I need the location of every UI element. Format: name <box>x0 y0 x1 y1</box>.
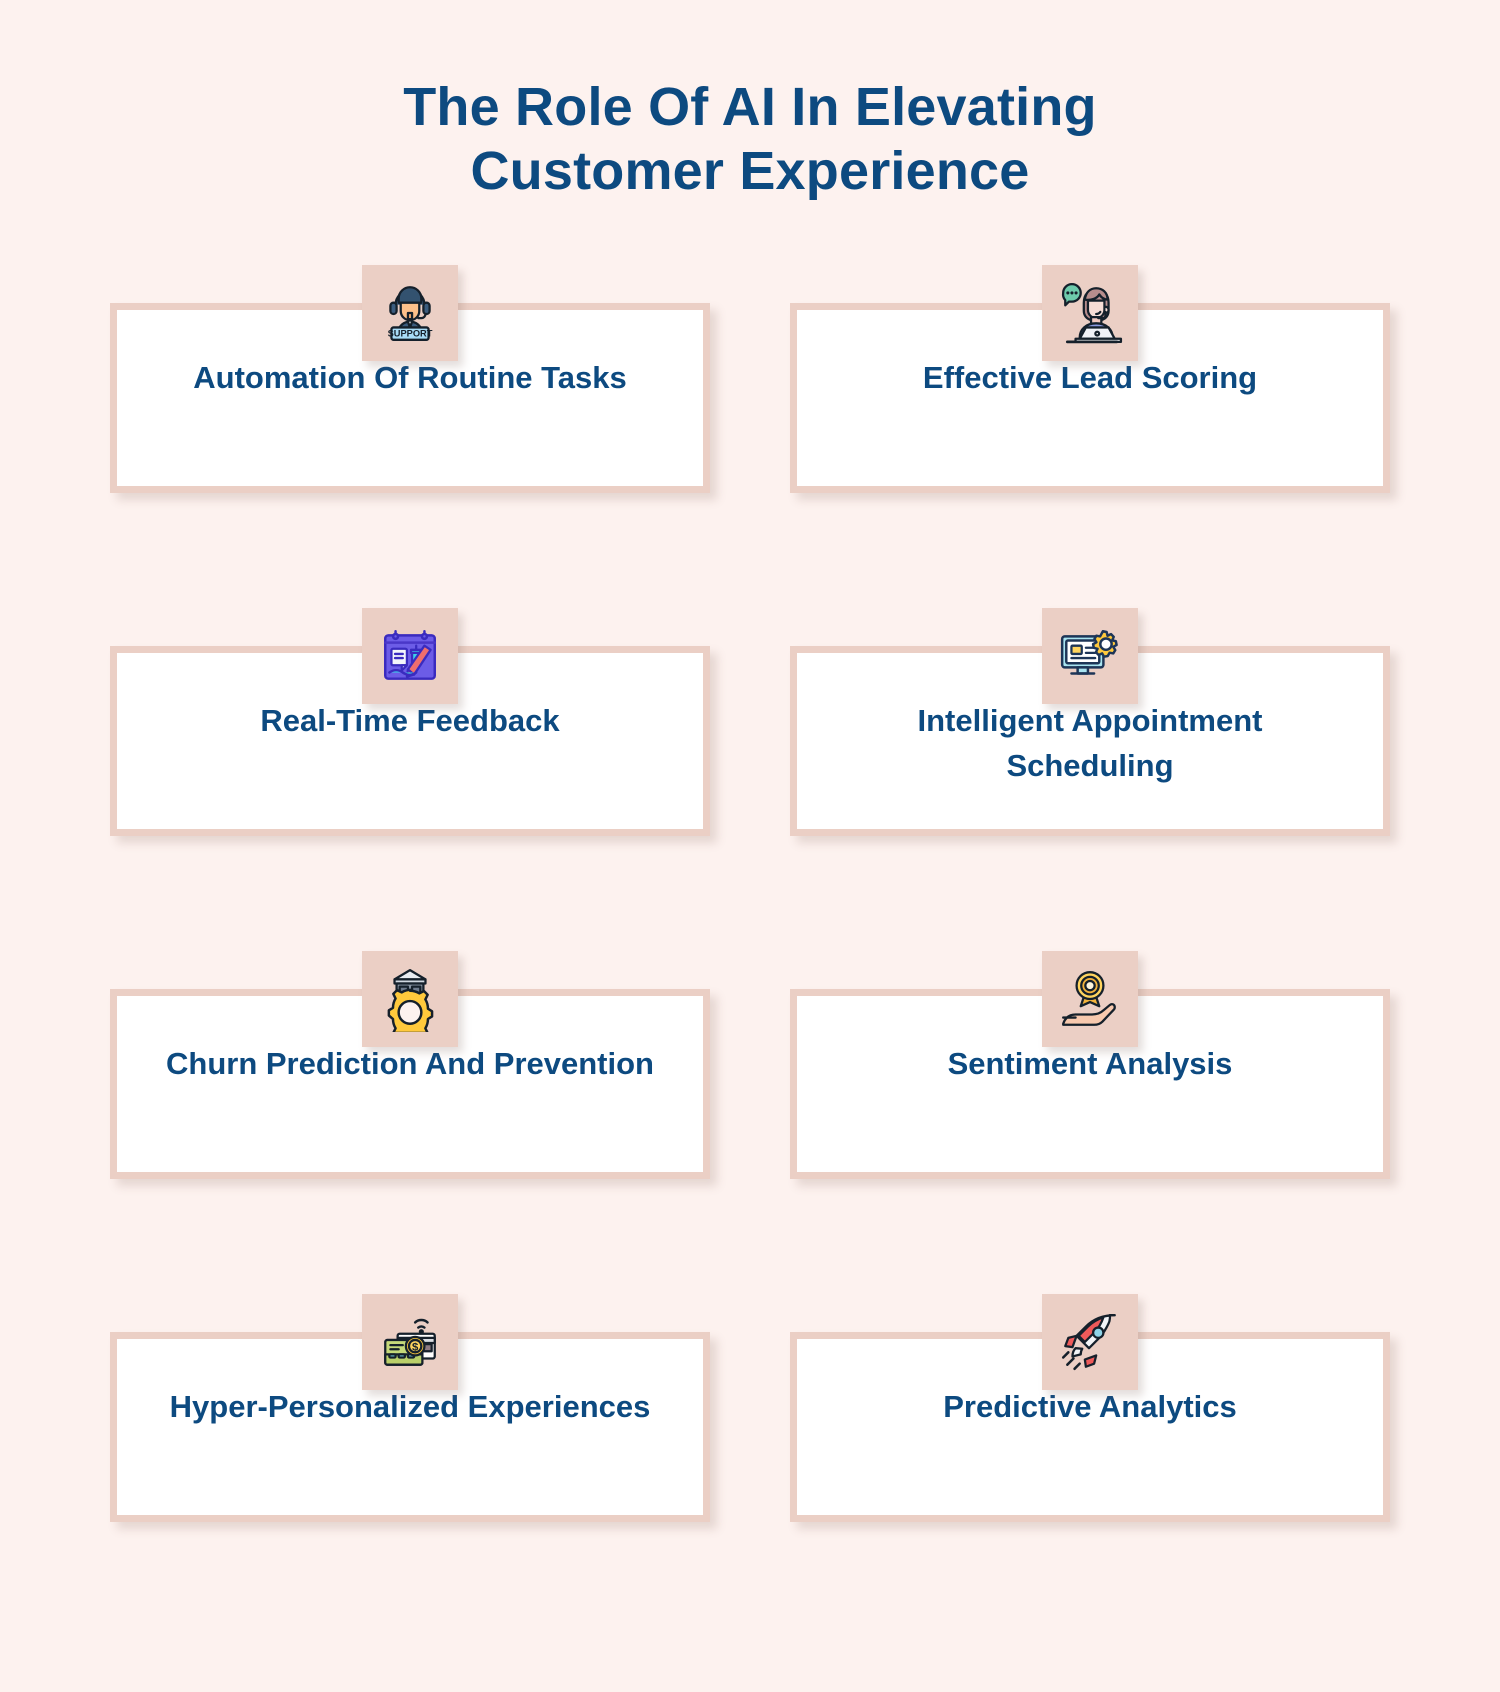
svg-text:$: $ <box>412 1342 419 1354</box>
card-label: Sentiment Analysis <box>947 1046 1233 1082</box>
card-label: Churn Prediction And Prevention <box>166 1046 654 1082</box>
hand-award-badge-icon <box>1057 966 1123 1032</box>
card-label: Hyper-Personalized Experiences <box>169 1389 651 1425</box>
contactless-payment-card-icon: $ <box>377 1309 443 1375</box>
card-label: Intelligent Appointment Scheduling <box>917 703 1263 784</box>
card-cell-intelligent-appointment-scheduling: Intelligent Appointment Scheduling <box>790 608 1390 837</box>
card-cell-churn-prediction-and-prevention: Churn Prediction And Prevention <box>110 951 710 1180</box>
support-agent-icon: SUPPORT <box>377 280 443 346</box>
monitor-gear-icon <box>1057 623 1123 689</box>
svg-text:SUPPORT: SUPPORT <box>388 329 433 339</box>
card-icon-badge <box>1042 1294 1138 1391</box>
page-header: The Role Of AI In Elevating Customer Exp… <box>0 0 1500 203</box>
card-cell-hyper-personalized-experiences: Hyper-Personalized Experiences <box>110 1294 710 1523</box>
card-cell-automation-of-routine-tasks: Automation Of Routine Tasks <box>110 265 710 494</box>
card-icon-badge <box>1042 951 1138 1048</box>
card-icon-badge: $ <box>362 1294 458 1391</box>
card-icon-badge <box>362 608 458 705</box>
bank-gear-icon <box>377 966 443 1033</box>
rocket-icon <box>1057 1309 1123 1375</box>
card-cell-sentiment-analysis: Sentiment Analysis <box>790 951 1390 1180</box>
card-icon-badge <box>1042 265 1138 362</box>
feedback-board-icon <box>377 623 443 689</box>
card-label: Real-Time Feedback <box>260 703 560 739</box>
page-title: The Role Of AI In Elevating Customer Exp… <box>350 76 1150 203</box>
card-icon-badge <box>1042 608 1138 705</box>
card-icon-badge: SUPPORT <box>362 265 458 362</box>
card-label: Automation Of Routine Tasks <box>193 360 627 396</box>
card-label: Effective Lead Scoring <box>922 360 1258 396</box>
card-cell-real-time-feedback: Real-Time Feedback <box>110 608 710 837</box>
card-label: Predictive Analytics <box>943 1389 1237 1425</box>
cards-grid: Automation Of Routine Tasks <box>110 203 1390 1523</box>
page-title-line-1: The Role Of AI In Elevating <box>403 77 1097 137</box>
card-cell-effective-lead-scoring: Effective Lead Scoring <box>790 265 1390 494</box>
card-cell-predictive-analytics: Predictive Analytics <box>790 1294 1390 1523</box>
page-title-line-2: Customer Experience <box>470 140 1030 201</box>
headset-woman-laptop-icon <box>1057 280 1123 346</box>
card-icon-badge <box>362 951 458 1048</box>
